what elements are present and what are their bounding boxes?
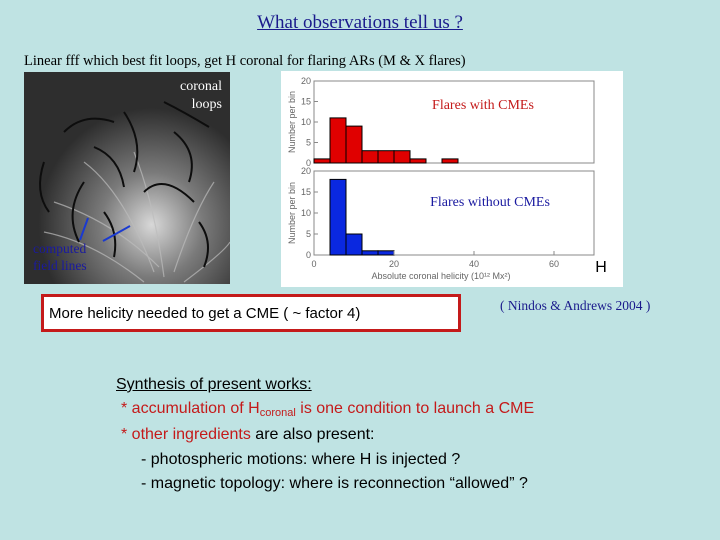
x-tick-label: 60 [549,259,559,269]
y-tick-label: 5 [306,229,311,239]
histogram-bar [377,250,395,256]
synthesis-point-1: * accumulation of Hcoronal is one condit… [121,400,534,419]
x-tick-label: 40 [469,259,479,269]
coronal-loops-image [24,72,230,284]
synthesis-subpoint-2: - magnetic topology: where is reconnecti… [141,475,528,492]
y-tick-label: 15 [301,187,311,197]
synthesis-point-2: * other ingredients are also present: [121,426,374,444]
helicity-axis-letter: H [595,259,607,276]
x-tick-label: 20 [389,259,399,269]
flares-without-cmes-label: Flares without CMEs [430,195,550,210]
histogram-bar [329,178,347,256]
x-tick-label: 0 [311,259,316,269]
histogram-bar [441,158,459,164]
reference-citation: ( Nindos & Andrews 2004 ) [500,298,651,313]
x-axis-label: Absolute coronal helicity (10¹² Mx²) [371,271,510,281]
synthesis-point-1-subscript: coronal [259,407,296,419]
histogram-bar [393,150,411,164]
y-tick-label: 20 [301,76,311,86]
histogram-bar [377,150,395,164]
computed-label-line1: computed [33,241,87,256]
histogram-bar [345,125,363,164]
histogram-bar [345,233,363,256]
y-tick-label: 15 [301,97,311,107]
synthesis-point-1-prefix: * accumulation of H [121,400,260,417]
flares-with-cmes-label: Flares with CMEs [432,98,534,113]
synthesis-title: Synthesis of present works: [116,376,312,393]
slide-title: What observations tell us ? [257,12,463,33]
slide-subtitle: Linear fff which best fit loops, get H c… [24,53,466,69]
computed-field-lines-label: computed field lines [33,240,87,274]
y-tick-label: 20 [301,166,311,176]
coronal-label-line2: loops [191,97,222,112]
y-tick-label: 0 [306,158,311,168]
computed-label-line2: field lines [33,258,87,273]
synthesis-point-2-rest: are also present: [250,426,375,443]
histogram-bar [361,150,379,164]
cme-statement: More helicity needed to get a CME ( ~ fa… [49,305,361,322]
histogram-bar [361,250,379,256]
y-axis-label: Number per bin [287,91,297,153]
histogram-bar [313,158,331,164]
y-tick-label: 0 [306,250,311,260]
histogram-bar [409,158,427,164]
y-tick-label: 5 [306,138,311,148]
y-tick-label: 10 [301,208,311,218]
synthesis-point-2-highlight: * other ingredients [121,426,251,443]
histogram-bar [329,117,347,164]
synthesis-subpoint-1: - photospheric motions: where H is injec… [141,451,461,468]
cme-statement-box [41,294,461,332]
y-axis-label: Number per bin [287,182,297,244]
coronal-label-line1: coronal [180,79,222,94]
synthesis-point-1-suffix: is one condition to launch a CME [295,400,535,417]
y-tick-label: 10 [301,117,311,127]
coronal-loops-label: coronal loops [150,78,222,114]
